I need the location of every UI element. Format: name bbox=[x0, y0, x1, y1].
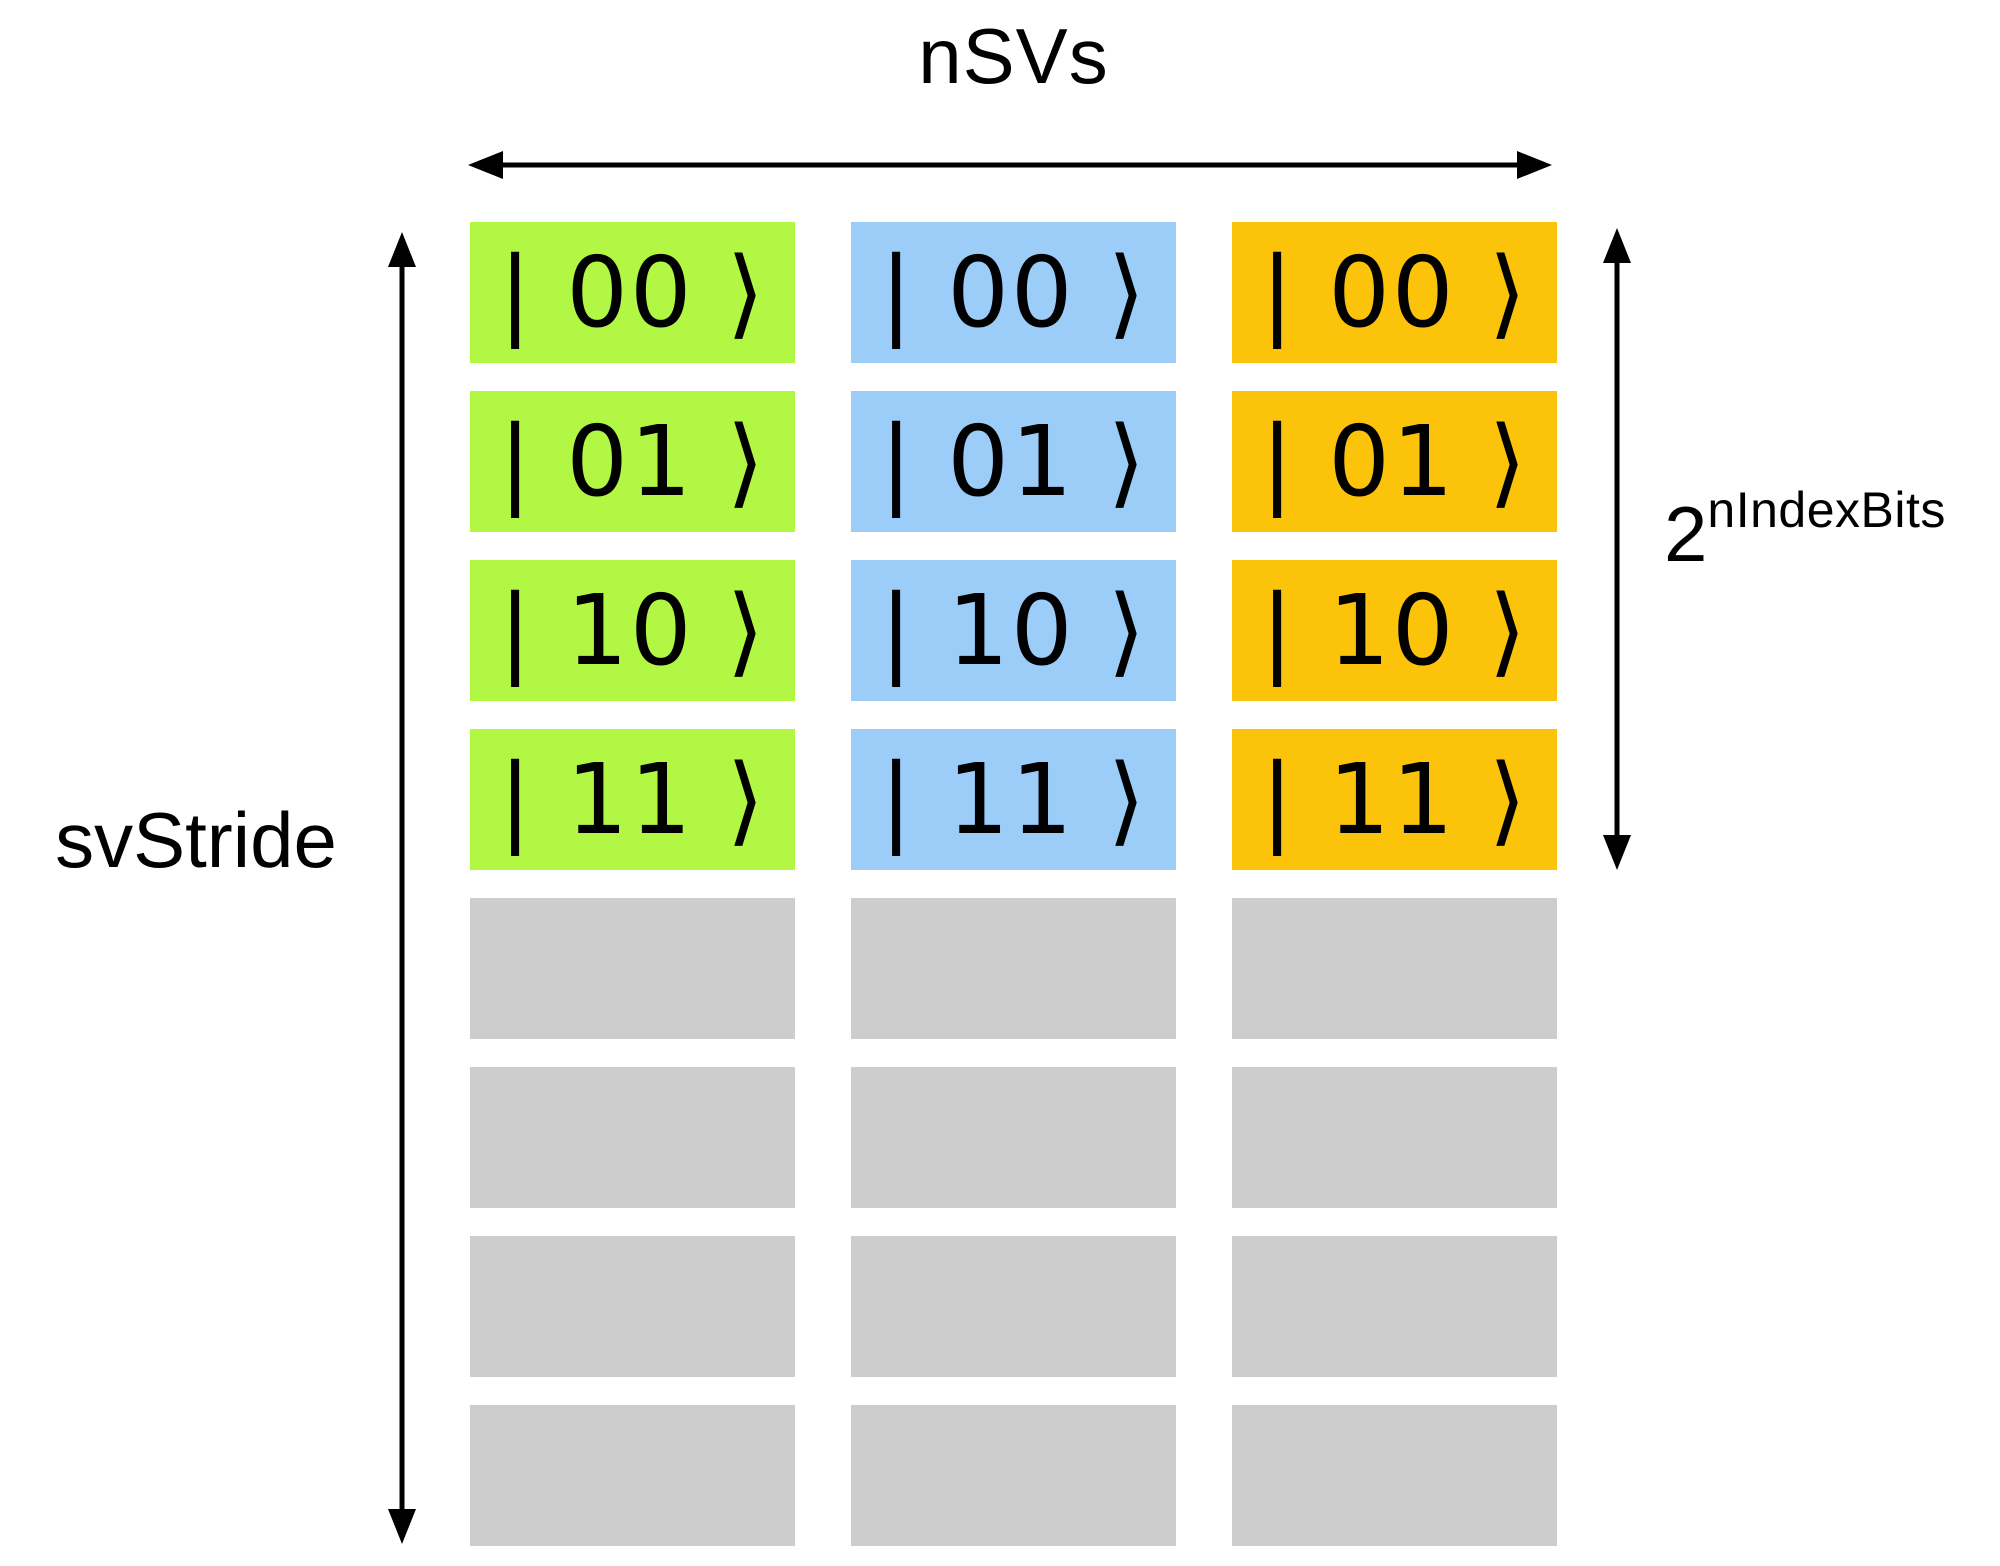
sv2-ket-00-cell: | 00 ⟩ bbox=[851, 222, 1176, 363]
sv3-empty-cell bbox=[1232, 1067, 1557, 1208]
sv1-ket-01-cell: | 01 ⟩ bbox=[470, 391, 795, 532]
nindexbits-base: 2 bbox=[1664, 490, 1708, 578]
nindexbits-label: 2nIndexBits bbox=[1664, 484, 1946, 576]
sv2-empty-cell bbox=[851, 1405, 1176, 1546]
svstride-extent-arrow bbox=[388, 232, 416, 1544]
sv1-empty-cell bbox=[470, 898, 795, 1039]
sv1-empty-cell bbox=[470, 1236, 795, 1377]
sv2-empty-cell bbox=[851, 1067, 1176, 1208]
nsvs-extent-arrow bbox=[468, 151, 1552, 179]
sv3-empty-cell bbox=[1232, 1236, 1557, 1377]
sv3-ket-01-cell: | 01 ⟩ bbox=[1232, 391, 1557, 532]
nindexbits-extent-arrow bbox=[1603, 228, 1631, 870]
sv2-empty-cell bbox=[851, 898, 1176, 1039]
sv2-ket-11-cell: | 11 ⟩ bbox=[851, 729, 1176, 870]
svstride-label: svStride bbox=[55, 796, 337, 884]
sv1-ket-11-cell: | 11 ⟩ bbox=[470, 729, 795, 870]
nindexbits-superscript: nIndexBits bbox=[1707, 482, 1946, 538]
sv2-ket-01-cell: | 01 ⟩ bbox=[851, 391, 1176, 532]
sv3-empty-cell bbox=[1232, 1405, 1557, 1546]
sv1-empty-cell bbox=[470, 1067, 795, 1208]
sv3-ket-00-cell: | 00 ⟩ bbox=[1232, 222, 1557, 363]
state-vector-grid: | 00 ⟩ | 00 ⟩ | 00 ⟩ | 01 ⟩ | 01 ⟩ | 01 … bbox=[470, 222, 1557, 1546]
sv3-empty-cell bbox=[1232, 898, 1557, 1039]
sv2-ket-10-cell: | 10 ⟩ bbox=[851, 560, 1176, 701]
sv1-ket-00-cell: | 00 ⟩ bbox=[470, 222, 795, 363]
sv3-ket-10-cell: | 10 ⟩ bbox=[1232, 560, 1557, 701]
sv1-ket-10-cell: | 10 ⟩ bbox=[470, 560, 795, 701]
nsvs-label: nSVs bbox=[918, 12, 1109, 100]
sv2-empty-cell bbox=[851, 1236, 1176, 1377]
sv3-ket-11-cell: | 11 ⟩ bbox=[1232, 729, 1557, 870]
sv1-empty-cell bbox=[470, 1405, 795, 1546]
